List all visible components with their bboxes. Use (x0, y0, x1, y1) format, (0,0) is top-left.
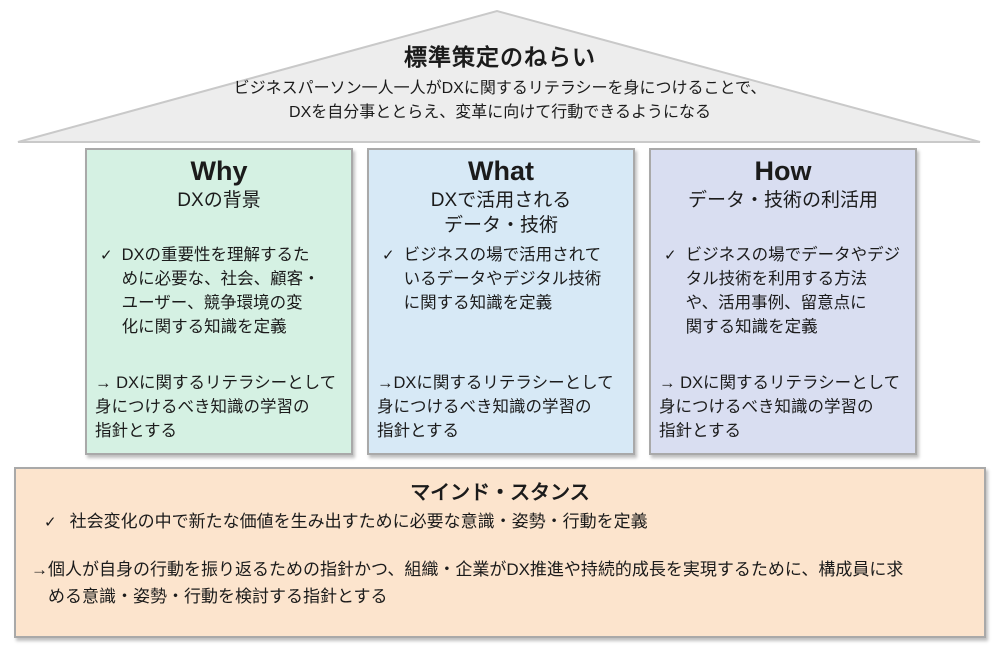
pillar-what-bullet-text: ビジネスの場で活用されて いるデータやデジタル技術 に関する知識を定義 (403, 246, 602, 312)
pillar-why-bullet: ✓ DXの重要性を理解するた めに必要な、社会、顧客・ ユーザー、競争環境の変 … (100, 243, 349, 339)
foundation-bullet: ✓ 社会変化の中で新たな価値を生み出すために必要な意識・姿勢・行動を定義 (44, 510, 974, 535)
pillar-what: What DXで活用される データ・技術 ✓ ビジネスの場で活用されて いるデー… (367, 148, 635, 455)
pillar-why: Why DXの背景 ✓ DXの重要性を理解するた めに必要な、社会、顧客・ ユー… (85, 148, 353, 455)
pillar-what-title: What (468, 156, 534, 186)
foundation-bullet-text: 社会変化の中で新たな価値を生み出すために必要な意識・姿勢・行動を定義 (69, 512, 648, 531)
check-icon: ✓ (664, 247, 677, 264)
pillar-how-title: How (754, 156, 812, 186)
pillar-how: How データ・技術の利活用 ✓ ビジネスの場でデータやデジ タル技術を利用する… (649, 148, 917, 455)
foundation-title: マインド・スタンス (410, 482, 590, 504)
foundation-mind-stance: マインド・スタンス ✓ 社会変化の中で新たな価値を生み出すために必要な意識・姿勢… (14, 467, 986, 638)
pillar-what-arrow-note: →DXに関するリテラシーとして 身につけるべき知識の学習の 指針とする (377, 374, 614, 440)
pillar-why-title: Why (190, 156, 248, 186)
foundation-arrow-note: →個人が自身の行動を振り返るための指針かつ、組織・企業がDX推進や持続的成長を実… (31, 560, 904, 606)
roof-title: 標準策定のねらい (404, 44, 596, 70)
pillar-why-subtitle: DXの背景 (177, 190, 261, 211)
pillar-what-bullet: ✓ ビジネスの場で活用されて いるデータやデジタル技術 に関する知識を定義 (382, 243, 631, 315)
roof-subtitle: ビジネスパーソン一人一人がDXに関するリテラシーを身につけることで、 DXを自分… (233, 80, 767, 121)
pillar-how-arrow-note: → DXに関するリテラシーとして 身につけるべき知識の学習の 指針とする (659, 374, 901, 440)
pillar-how-subtitle: データ・技術の利活用 (687, 190, 878, 211)
roof-triangle (17, 9, 981, 143)
check-icon: ✓ (100, 247, 113, 264)
pillar-how-bullet-text: ビジネスの場でデータやデジ タル技術を利用する方法 や、活用事例、留意点に 関す… (685, 246, 901, 336)
pillar-how-bullet: ✓ ビジネスの場でデータやデジ タル技術を利用する方法 や、活用事例、留意点に … (664, 243, 913, 339)
pillar-what-subtitle: DXで活用される データ・技術 (430, 190, 572, 236)
pillar-why-bullet-text: DXの重要性を理解するた めに必要な、社会、顧客・ ユーザー、競争環境の変 化に… (121, 246, 320, 336)
check-icon: ✓ (44, 514, 57, 531)
check-icon: ✓ (382, 247, 395, 264)
pillar-why-arrow-note: → DXに関するリテラシーとして 身につけるべき知識の学習の 指針とする (95, 374, 337, 440)
